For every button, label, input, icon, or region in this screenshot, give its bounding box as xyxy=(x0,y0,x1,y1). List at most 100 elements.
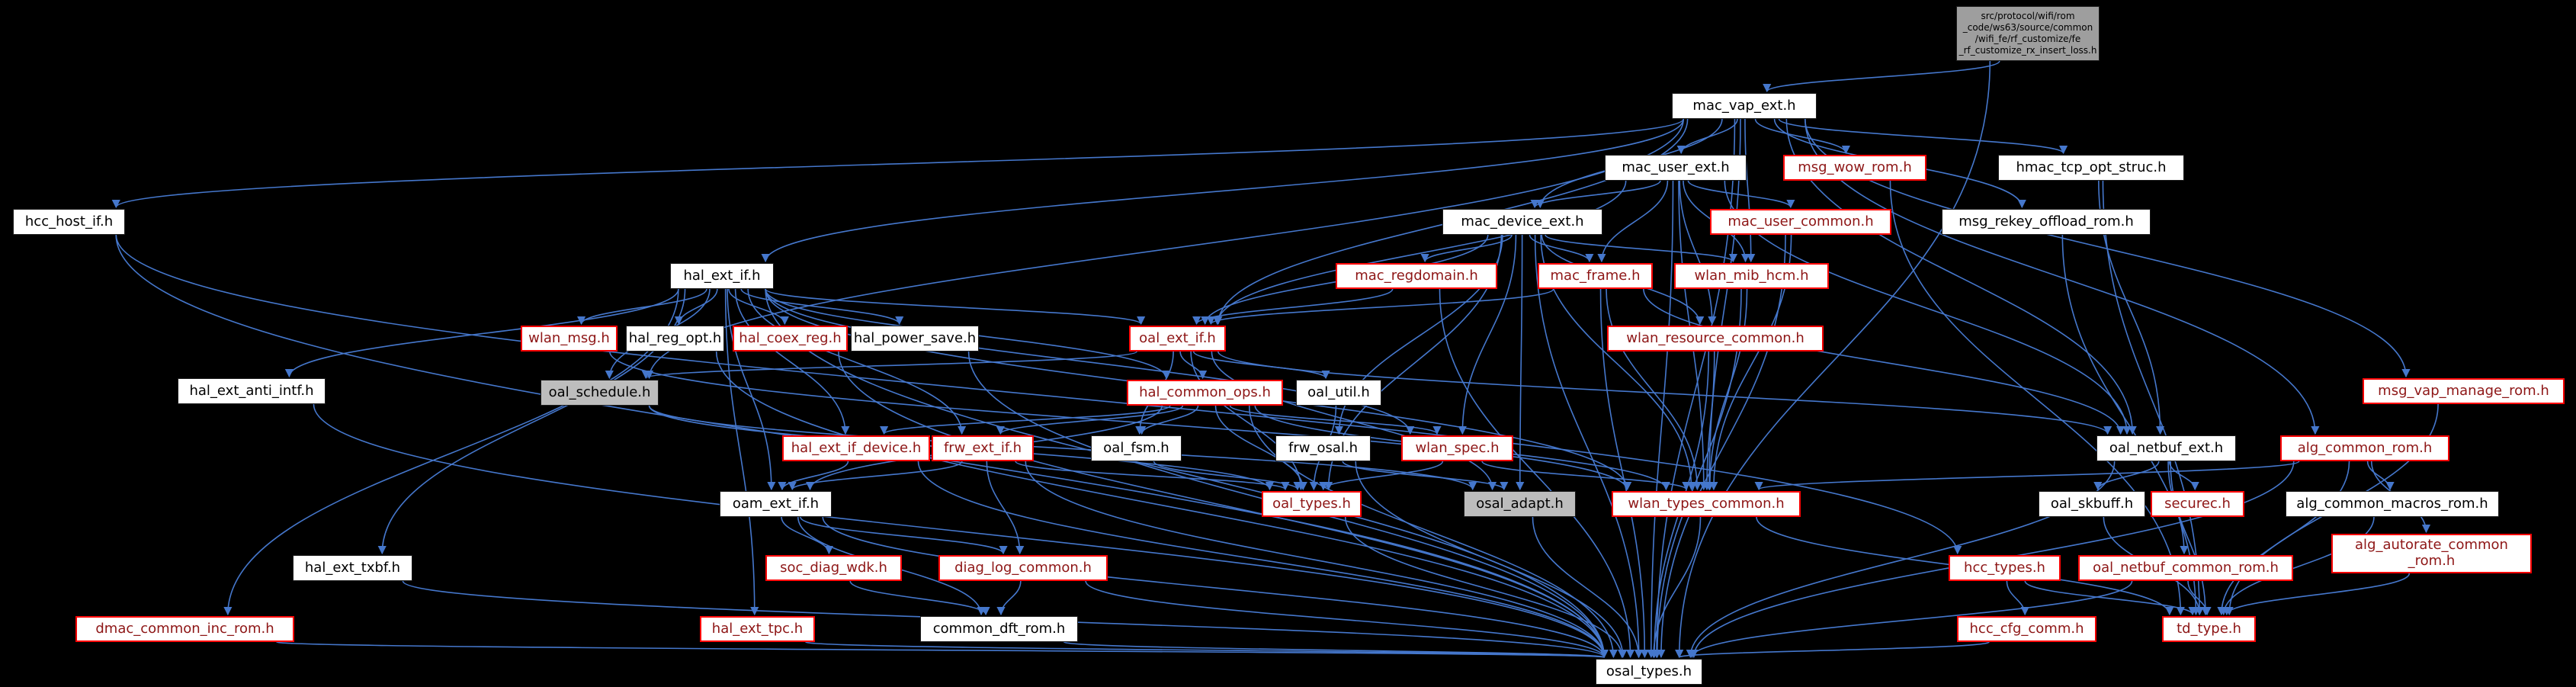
include-edge xyxy=(917,461,1609,659)
include-edge xyxy=(800,516,1008,555)
graph-node-frw_osal[interactable]: frw_osal.h xyxy=(1275,435,1371,461)
graph-node-oal_types[interactable]: oal_types.h xyxy=(1262,491,1362,517)
graph-node-mac_user_ext[interactable]: mac_user_ext.h xyxy=(1605,155,1747,181)
graph-node-hal_ext_txbf[interactable]: hal_ext_txbf.h xyxy=(293,555,412,581)
graph-node-oal_fsm[interactable]: oal_fsm.h xyxy=(1091,435,1182,461)
graph-node-mac_user_common[interactable]: mac_user_common.h xyxy=(1710,209,1891,235)
graph-node-oal_netbuf_common_rom[interactable]: oal_netbuf_common_rom.h xyxy=(2078,555,2293,581)
include-edge xyxy=(1213,180,1627,326)
graph-node-hal_ext_anti_intf[interactable]: hal_ext_anti_intf.h xyxy=(178,378,326,404)
graph-node-hal_ext_if[interactable]: hal_ext_if.h xyxy=(670,263,774,289)
graph-node-wlan_mib_hcm[interactable]: wlan_mib_hcm.h xyxy=(1674,263,1829,289)
graph-node-mac_device_ext[interactable]: mac_device_ext.h xyxy=(1442,209,1602,235)
graph-node-hal_coex_reg[interactable]: hal_coex_reg.h xyxy=(733,326,848,352)
graph-node-hal_ext_tpc[interactable]: hal_ext_tpc.h xyxy=(700,616,815,642)
node-label: src/protocol/wifi/rom _code/ws63/source/… xyxy=(1958,11,2097,56)
node-label: securec.h xyxy=(2164,495,2231,512)
node-label: wlan_spec.h xyxy=(1415,439,1500,456)
graph-node-msg_vap_manage_rom[interactable]: msg_vap_manage_rom.h xyxy=(2363,378,2565,404)
graph-node-mac_vap_ext[interactable]: mac_vap_ext.h xyxy=(1672,93,1817,119)
graph-node-diag_log_common[interactable]: diag_log_common.h xyxy=(938,555,1108,581)
graph-node-alg_autorate_common_rom[interactable]: alg_autorate_common _rom.h xyxy=(2331,534,2532,573)
include-edge xyxy=(1675,60,1991,659)
graph-node-wlan_msg[interactable]: wlan_msg.h xyxy=(521,326,618,352)
node-label: hcc_types.h xyxy=(1964,559,2045,576)
include-edge xyxy=(1015,461,1290,491)
node-label: dmac_common_inc_rom.h xyxy=(95,620,274,637)
include-edge xyxy=(838,351,1609,659)
graph-node-hcc_types[interactable]: hcc_types.h xyxy=(1949,555,2061,581)
graph-node-osal_types[interactable]: osal_types.h xyxy=(1596,659,1702,685)
include-edge xyxy=(2187,580,2212,616)
node-label: oal_ext_if.h xyxy=(1139,329,1216,346)
include-edge xyxy=(1652,118,1736,659)
graph-node-oal_netbuf_ext[interactable]: oal_netbuf_ext.h xyxy=(2096,435,2236,461)
graph-node-alg_common_rom[interactable]: alg_common_rom.h xyxy=(2280,435,2449,461)
node-label: mac_device_ext.h xyxy=(1461,213,1584,230)
graph-node-hcc_cfg_comm[interactable]: hcc_cfg_comm.h xyxy=(1957,616,2096,642)
node-label: frw_osal.h xyxy=(1288,439,1358,456)
include-edge xyxy=(1229,405,1442,435)
graph-node-dmac_common_inc_rom[interactable]: dmac_common_inc_rom.h xyxy=(75,616,294,642)
include-edge xyxy=(1319,461,1444,491)
graph-node-oal_skbuff[interactable]: oal_skbuff.h xyxy=(2039,491,2145,517)
graph-node-alg_common_macros_rom[interactable]: alg_common_macros_rom.h xyxy=(2286,491,2499,517)
graph-node-osal_adapt[interactable]: osal_adapt.h xyxy=(1464,491,1576,517)
include-edge xyxy=(715,351,1609,659)
graph-node-oal_ext_if[interactable]: oal_ext_if.h xyxy=(1129,326,1226,352)
graph-node-wlan_spec[interactable]: wlan_spec.h xyxy=(1401,435,1513,461)
graph-node-hcc_host_if[interactable]: hcc_host_if.h xyxy=(13,209,125,235)
graph-node-mac_frame[interactable]: mac_frame.h xyxy=(1538,263,1653,289)
include-edge xyxy=(276,641,1607,659)
node-label: msg_wow_rom.h xyxy=(1798,159,1912,175)
include-edge xyxy=(1063,641,1608,659)
node-label: oal_netbuf_ext.h xyxy=(2109,439,2224,456)
graph-node-oal_util[interactable]: oal_util.h xyxy=(1296,380,1381,406)
include-edge xyxy=(1657,234,1786,659)
graph-node-td_type[interactable]: td_type.h xyxy=(2162,616,2256,642)
include-edge xyxy=(1763,60,2000,93)
graph-node-common_dft_rom[interactable]: common_dft_rom.h xyxy=(920,616,1078,642)
node-label: alg_common_rom.h xyxy=(2297,439,2433,456)
include-edge xyxy=(1679,180,1717,326)
graph-node-hal_power_save[interactable]: hal_power_save.h xyxy=(851,326,979,352)
graph-node-msg_wow_rom[interactable]: msg_wow_rom.h xyxy=(1783,155,1926,181)
node-label: wlan_msg.h xyxy=(528,329,610,346)
node-label: hal_coex_reg.h xyxy=(739,329,842,346)
graph-node-hmac_tcp_opt_struc[interactable]: hmac_tcp_opt_struc.h xyxy=(1998,155,2184,181)
node-label: hmac_tcp_opt_struc.h xyxy=(2016,159,2167,175)
graph-node-oal_schedule[interactable]: oal_schedule.h xyxy=(541,380,659,406)
node-label: hal_reg_opt.h xyxy=(628,329,722,346)
graph-root-node-root[interactable]: src/protocol/wifi/rom _code/ws63/source/… xyxy=(1956,6,2100,61)
graph-node-securec[interactable]: securec.h xyxy=(2151,491,2244,517)
include-edge xyxy=(778,461,849,491)
graph-node-hal_reg_opt[interactable]: hal_reg_opt.h xyxy=(626,326,724,352)
include-edge xyxy=(1516,234,1525,491)
graph-node-hal_ext_if_device[interactable]: hal_ext_if_device.h xyxy=(782,435,930,461)
include-edge xyxy=(1599,288,1649,659)
include-edge xyxy=(313,403,1609,659)
node-label: hcc_cfg_comm.h xyxy=(1969,620,2084,637)
include-edge xyxy=(1217,351,2112,435)
node-label: hal_common_ops.h xyxy=(1139,384,1271,400)
graph-node-frw_ext_if[interactable]: frw_ext_if.h xyxy=(932,435,1034,461)
graph-node-oam_ext_if[interactable]: oam_ext_if.h xyxy=(720,491,832,517)
include-edge xyxy=(1647,180,1674,659)
graph-node-wlan_resource_common[interactable]: wlan_resource_common.h xyxy=(1607,326,1824,352)
include-edge xyxy=(1025,461,1609,659)
node-label: td_type.h xyxy=(2177,620,2241,637)
graph-node-msg_rekey_offload[interactable]: msg_rekey_offload_rom.h xyxy=(1942,209,2151,235)
include-edge xyxy=(1687,180,1795,209)
graph-node-mac_regdomain[interactable]: mac_regdomain.h xyxy=(1336,263,1497,289)
node-label: mac_user_ext.h xyxy=(1622,159,1730,175)
include-edge xyxy=(609,351,1631,491)
graph-node-soc_diag_wdk[interactable]: soc_diag_wdk.h xyxy=(765,555,902,581)
graph-node-hal_common_ops[interactable]: hal_common_ops.h xyxy=(1127,380,1283,406)
include-edge xyxy=(2006,580,2029,616)
include-edge xyxy=(1153,461,1302,491)
graph-node-wlan_types_common[interactable]: wlan_types_common.h xyxy=(1612,491,1801,517)
include-edge xyxy=(986,461,1025,555)
node-label: oal_util.h xyxy=(1307,384,1370,400)
include-edge xyxy=(1439,288,1635,659)
include-edge xyxy=(1530,180,1661,209)
